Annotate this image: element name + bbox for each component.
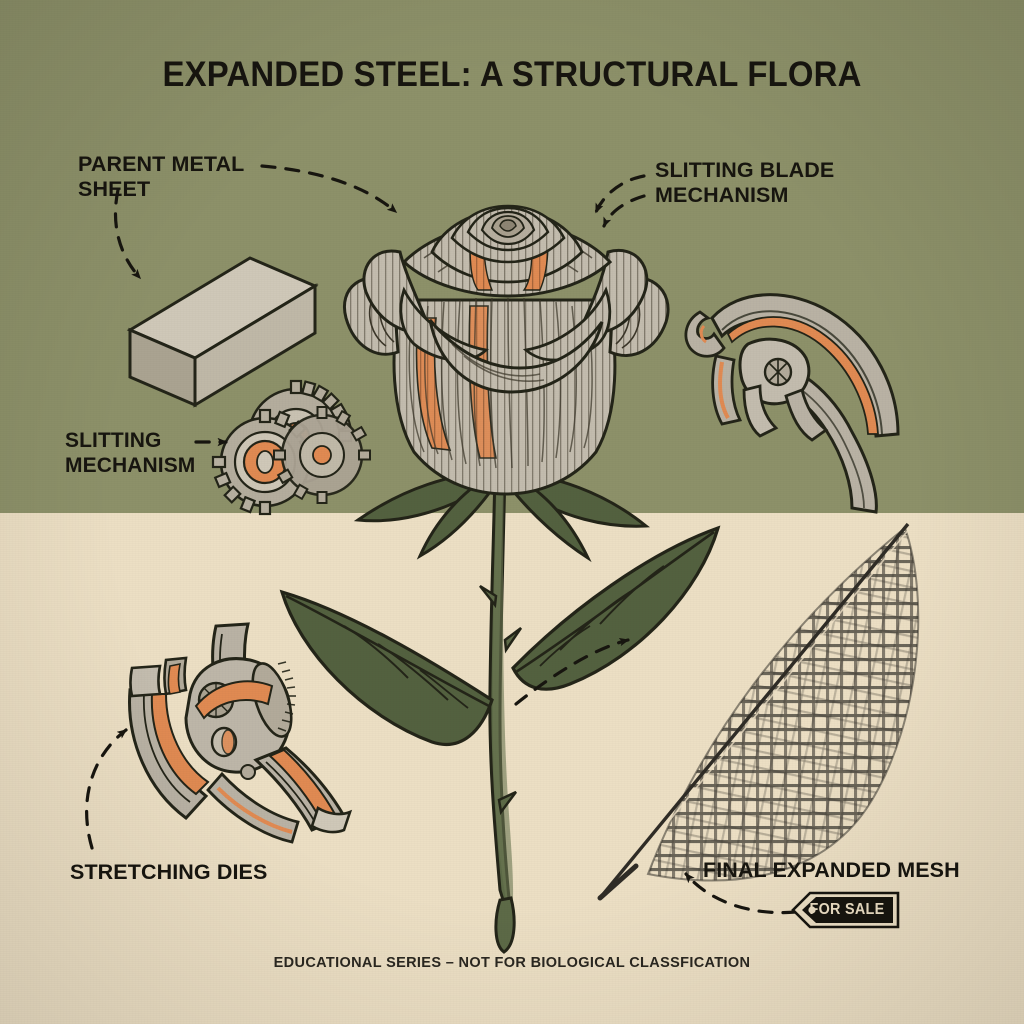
arrow-stem-to-mesh [514, 637, 630, 706]
arrow-blade-to-rose [594, 174, 646, 214]
label-final-expanded-mesh: FINAL EXPANDED MESH [703, 858, 960, 882]
label-parent-metal-sheet: PARENT METAL SHEET [78, 152, 245, 202]
label-slitting-mechanism: SLITTING MECHANISM [65, 429, 196, 477]
label-stretching-dies: STRETCHING DIES [70, 860, 268, 884]
for-sale-badge[interactable]: FOR SALE [795, 894, 899, 926]
slitting-gear-cluster [211, 379, 371, 516]
isometric-metal-billet [126, 256, 319, 408]
arrow-tag-to-mesh [684, 872, 798, 915]
arrow-parent-to-rose [260, 164, 398, 214]
for-sale-tag[interactable] [791, 891, 900, 929]
steel-rose-bloom [343, 204, 670, 496]
arrow-parent-to-block [113, 188, 142, 280]
arrow-blade-to-shears [602, 194, 646, 228]
page-title: EXPANDED STEEL: A STRUCTURAL FLORA [162, 55, 862, 94]
annotation-arrows [85, 164, 798, 915]
label-slitting-blade-mechanism: SLITTING BLADE MECHANISM [655, 158, 835, 208]
arrow-stretching-to-dies [85, 728, 128, 850]
stretching-die-assembly [128, 622, 353, 844]
for-sale-badge-label: FOR SALE [809, 901, 885, 918]
footer-disclaimer: EDUCATIONAL SERIES – NOT FOR BIOLOGICAL … [273, 955, 751, 971]
pruning-shear-blades [684, 293, 900, 514]
